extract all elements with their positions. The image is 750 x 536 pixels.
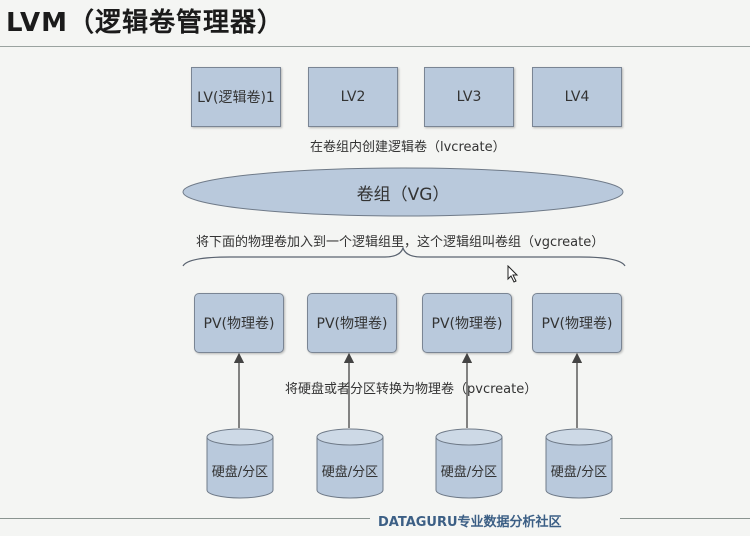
volume-group-label: 卷组（VG） [356,184,450,205]
lvcreate-caption: 在卷组内创建逻辑卷（lvcreate） [310,140,506,155]
disk-cylinder-4 [545,428,613,499]
logical-volume-3: LV3 [424,67,514,127]
physical-volume-4: PV(物理卷) [532,293,622,353]
physical-volume-3: PV(物理卷) [422,293,512,353]
volume-group-brace [182,246,626,267]
physical-volume-2: PV(物理卷) [307,293,397,353]
vgcreate-caption: 将下面的物理卷加入到一个逻辑组里，这个逻辑组叫卷组（vgcreate） [196,235,605,250]
disk-label-4: 硬盘/分区 [550,465,608,480]
disk-label-3: 硬盘/分区 [440,465,498,480]
logical-volume-4: LV4 [532,67,622,127]
disk-label-2: 硬盘/分区 [321,465,379,480]
footer-divider-right [620,518,750,519]
disk-cylinder-1 [206,428,274,499]
disk-label-1: 硬盘/分区 [211,465,269,480]
page-title: LVM（逻辑卷管理器） [6,8,284,38]
footer-divider-left [0,518,370,519]
title-divider [0,46,750,47]
footer-brand: DATAGURU专业数据分析社区 [378,515,562,530]
disk-cylinder-3 [435,428,503,499]
volume-group-ellipse [182,167,624,217]
physical-volume-1: PV(物理卷) [194,293,284,353]
logical-volume-1: LV(逻辑卷)1 [191,67,281,127]
disk-cylinder-2 [316,428,384,499]
pvcreate-caption: 将硬盘或者分区转换为物理卷（pvcreate） [285,382,538,397]
logical-volume-2: LV2 [308,67,398,127]
mouse-pointer-icon [507,265,519,283]
